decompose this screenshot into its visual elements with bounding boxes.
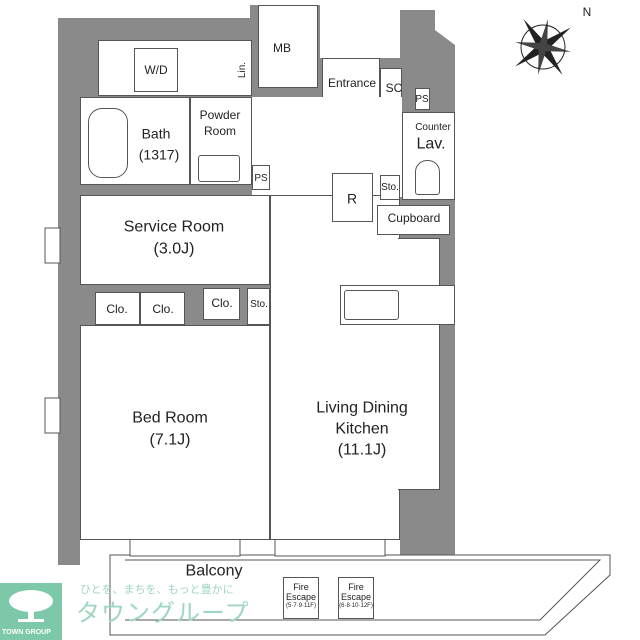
bath-label: Bath bbox=[141, 125, 171, 142]
service-room bbox=[80, 195, 270, 285]
fire-escape-2-label: Fire bbox=[348, 582, 364, 592]
ldk bbox=[270, 195, 400, 540]
fire-escape-1-label-b: Escape bbox=[285, 591, 317, 602]
ldk-label-2: Kitchen bbox=[335, 420, 389, 438]
ps-mid-label: PS bbox=[254, 173, 268, 184]
mb-label: MB bbox=[273, 40, 291, 55]
storage-mid bbox=[247, 288, 270, 325]
bath-size: (1317) bbox=[138, 146, 180, 163]
linen-label: Lin. bbox=[237, 61, 248, 79]
cupboard-label: Cupboard bbox=[387, 210, 441, 225]
bed-room-size: (7.1J) bbox=[149, 431, 191, 449]
ps-top-label: PS bbox=[415, 94, 429, 105]
watermark-brand: タウングループ bbox=[76, 600, 250, 627]
powder-label-1: Powder bbox=[199, 107, 241, 122]
compass-north-label: N bbox=[582, 4, 592, 19]
storage-top-label: Sto. bbox=[381, 182, 399, 193]
closet-3 bbox=[203, 288, 240, 320]
closet-1 bbox=[95, 292, 140, 325]
fire-escape-1-floors: (5·7·9·11F) bbox=[286, 602, 316, 609]
ldk-size: (11.1J) bbox=[337, 441, 387, 459]
lav-label: Lav. bbox=[416, 135, 446, 153]
fire-escape-2: Fire Escape (6·8·10·12F) bbox=[338, 577, 374, 619]
closet-2 bbox=[140, 292, 185, 325]
powder-label-2: Room bbox=[203, 123, 237, 138]
refrigerator-label: R bbox=[346, 190, 358, 207]
fire-escape-2-floors: (6·8·10·12F) bbox=[339, 602, 373, 609]
wd-label: W/D bbox=[144, 62, 168, 77]
tree-icon bbox=[9, 590, 53, 622]
ps-mid bbox=[252, 165, 270, 190]
service-room-size: (3.0J) bbox=[153, 240, 195, 258]
closet-2-label: Clo. bbox=[152, 301, 174, 316]
bed-room-label: Bed Room bbox=[132, 409, 208, 427]
ldk-extension bbox=[398, 238, 440, 490]
entrance-label: Entrance bbox=[327, 75, 377, 90]
service-room-label: Service Room bbox=[123, 218, 225, 236]
hallway bbox=[252, 97, 402, 197]
storage-top bbox=[380, 175, 400, 200]
toilet bbox=[415, 160, 440, 195]
washer-space bbox=[134, 48, 178, 92]
ldk-label-1: Living Dining bbox=[316, 399, 408, 417]
washbasin bbox=[198, 155, 240, 182]
sink bbox=[344, 290, 399, 320]
logo-text: TOWN GROUP bbox=[2, 629, 51, 636]
sc-label: SC bbox=[385, 80, 403, 95]
compass-icon bbox=[515, 19, 571, 75]
closet-3-label: Clo. bbox=[211, 295, 233, 310]
refrigerator bbox=[332, 173, 373, 222]
counter-label: Counter bbox=[415, 122, 451, 133]
mb bbox=[258, 5, 318, 88]
fire-escape-1: Fire Escape (5·7·9·11F) bbox=[283, 577, 319, 619]
watermark-slogan: ひとを、まちを、もっと豊かに bbox=[80, 584, 234, 596]
bathtub bbox=[88, 108, 128, 178]
closet-1-label: Clo. bbox=[106, 301, 128, 316]
ps-top bbox=[415, 88, 430, 110]
town-group-logo: TOWN GROUP bbox=[0, 583, 62, 640]
storage-mid-label: Sto. bbox=[250, 299, 268, 310]
cupboard bbox=[377, 205, 450, 235]
balcony-label: Balcony bbox=[185, 562, 243, 580]
fire-escape-1-label: Fire bbox=[293, 582, 309, 592]
fire-escape-2-label-b: Escape bbox=[340, 591, 372, 602]
bed-room bbox=[80, 325, 270, 540]
